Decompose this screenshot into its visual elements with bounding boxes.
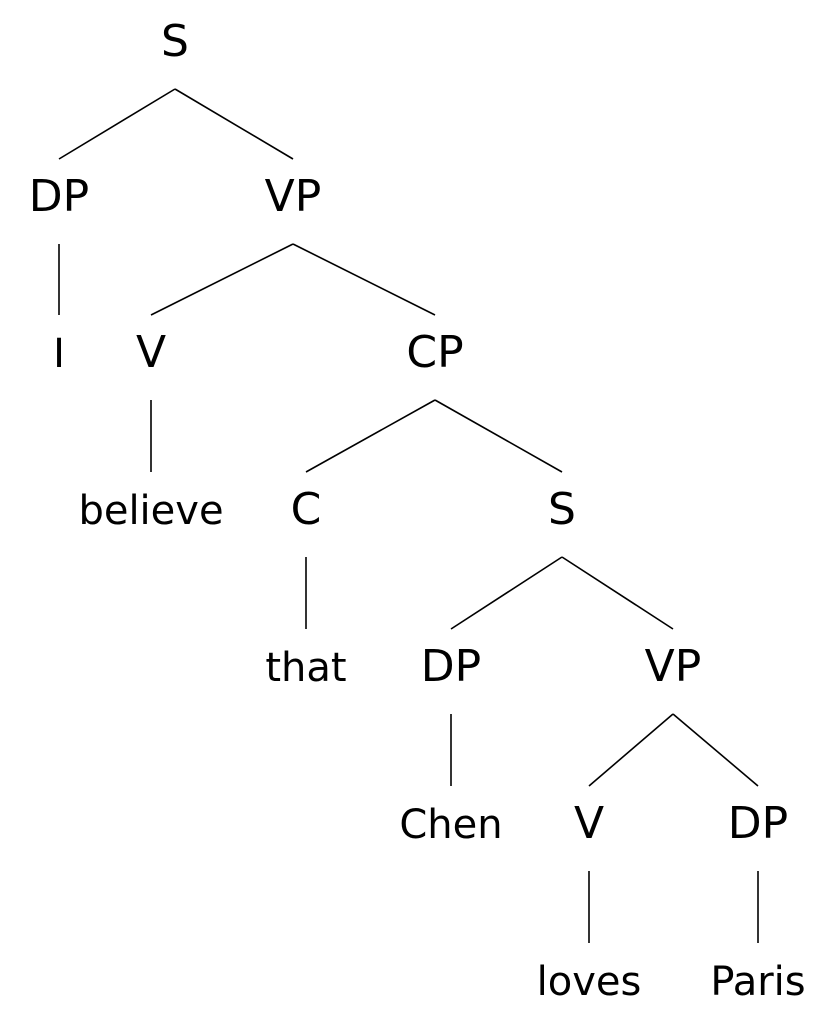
node-word-that: that [265,645,346,691]
node-s-root: S [161,16,189,67]
node-v-matrix: V [136,327,166,378]
node-word-loves: loves [537,959,642,1005]
edge-vp-embedded-to-v-embedded [588,713,674,787]
node-dp-object: DP [728,798,788,849]
tree-edges [58,88,759,943]
node-c: C [291,484,322,535]
edge-vp-embedded-to-dp-object [672,713,759,787]
node-word-i: I [53,331,65,377]
edge-s-root-to-vp-matrix [174,88,294,160]
node-cp: CP [406,327,463,378]
edge-cp-to-c [305,399,436,473]
edge-cp-to-s-embedded [434,399,563,473]
node-vp-matrix: VP [265,171,322,222]
node-word-chen: Chen [399,802,502,848]
node-dp-subject: DP [29,171,89,222]
node-word-paris: Paris [710,959,805,1005]
node-dp-embedded-subject: DP [421,641,481,692]
node-s-embedded: S [548,484,576,535]
node-v-embedded: V [574,798,604,849]
edge-vp-matrix-to-cp [292,243,436,316]
node-vp-embedded: VP [645,641,702,692]
edge-s-root-to-dp-subject [58,88,176,160]
edge-vp-matrix-to-v-matrix [150,243,294,316]
edge-s-embedded-to-vp-embedded [561,556,674,630]
node-word-believe: believe [78,488,223,534]
edge-s-embedded-to-dp-embedded-subject [450,556,563,630]
